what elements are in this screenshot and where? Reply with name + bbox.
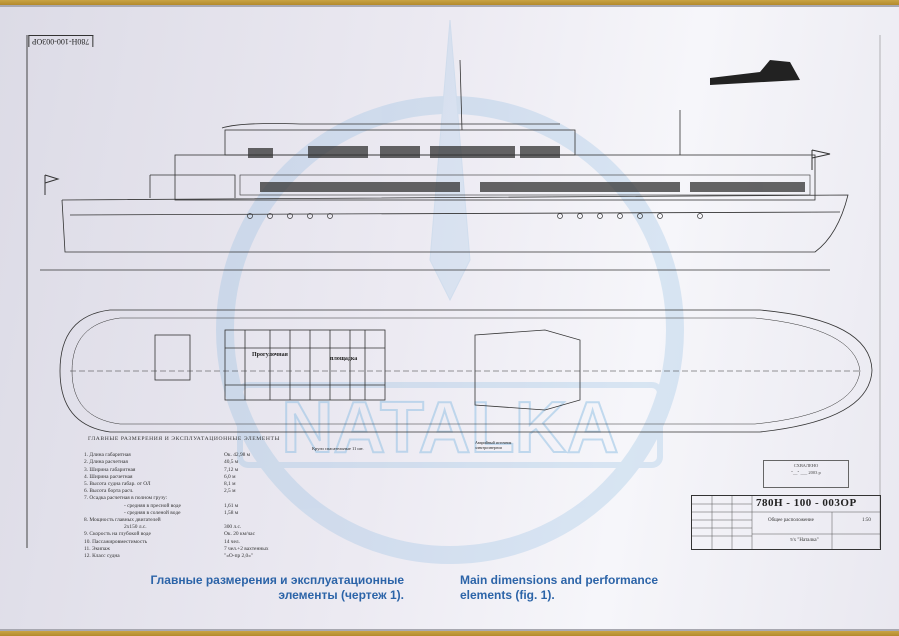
side-portholes	[247, 213, 703, 219]
spec-label: 10. Пассажировместимость	[84, 538, 148, 545]
spec-value: 300 л.с.	[224, 524, 242, 531]
spec-value: Ок. 42,98 м	[224, 452, 251, 459]
watermark-text: NATALKA	[281, 388, 618, 468]
spec-label: 7. Осадка расчетная в полном грузу:	[84, 495, 168, 502]
spec-row: 1. Длина габаритная Ок. 42,98 м	[84, 452, 284, 459]
drawing-scale: 1:50	[862, 518, 871, 523]
spec-label: 2. Длина расчетная	[84, 459, 128, 466]
side-windows	[248, 146, 805, 192]
spec-label: 6. Высота борта расч.	[84, 488, 134, 495]
spec-row: 8. Мощность главных двигателей	[84, 517, 284, 524]
caption-russian: Главные размерения и эксплуатационные эл…	[150, 573, 404, 602]
stamp-title: СХВАЛЕНО	[793, 463, 819, 468]
spec-row: 5. Высота судна габар. от ОЛ 8,1 м	[84, 481, 284, 488]
top-gold-border	[0, 0, 899, 7]
spec-label: - средняя в пресной воде	[124, 502, 181, 509]
plan-label-emergency: Аварийный источник электроэнергии	[475, 440, 512, 450]
spec-label: 4. Ширина расчетная	[84, 473, 133, 480]
title-block-grid	[692, 496, 880, 549]
spec-value: "«О-пр 2,0»"	[224, 553, 254, 560]
spec-value: 14 чел.	[224, 538, 240, 545]
spec-value: Ок. 20 км/час	[224, 531, 255, 538]
stamp-date: "__" ___ 2003 р	[791, 470, 821, 475]
spec-label: 3. Ширина габаритная	[84, 466, 136, 473]
spec-row: 2. Длина расчетная 40,5 м	[84, 459, 284, 466]
spec-row: 7. Осадка расчетная в полном грузу:	[84, 495, 284, 502]
spec-row: 10. Пассажировместимость 14 чел.	[84, 539, 284, 546]
spec-value: 2,5 м	[224, 488, 236, 495]
title-block: 780Н - 100 - 003ОР Общее расположение 1:…	[691, 495, 881, 550]
spec-value: 8,1 м	[224, 481, 236, 488]
spec-row: 6. Высота борта расч. 2,5 м	[84, 488, 284, 495]
spec-label: 2x150 л.с.	[124, 524, 147, 531]
spec-label: 12. Класс судна	[84, 553, 120, 560]
specs-heading: ГЛАВНЫЕ РАЗМЕРЕНИЯ И ЭКСПЛУАТАЦИОННЫЕ ЭЛ…	[87, 436, 280, 442]
spec-value: 1,61 м	[224, 502, 239, 509]
drawing-number: 780Н - 100 - 003ОР	[756, 497, 857, 509]
spec-label: 1. Длина габаритная	[84, 452, 131, 459]
stern-flag-icon	[44, 174, 60, 195]
drawing-code-tag: 780Н-100-003ОР	[28, 35, 94, 47]
plan-label-lifebuoys: Круги спасательные 11 шт.	[312, 446, 364, 451]
spec-label: 8. Мощность главных двигателей	[84, 517, 161, 524]
spec-value: 1,58 м	[224, 509, 239, 516]
ship-name: т/х "Наталка"	[790, 538, 819, 543]
plan-label-deck-left: Прогулочная	[252, 352, 288, 358]
spec-row: 11. Экипаж 7 чел.+2 вахтенных	[84, 546, 284, 553]
spec-value	[224, 517, 284, 524]
watermark-logo	[216, 19, 684, 564]
spec-value: 7,12 м	[224, 466, 239, 473]
side-elevation	[40, 59, 849, 271]
bow-flag-icon	[811, 149, 831, 170]
spec-row: 9. Скорость на глубокой воде Ок. 20 км/ча…	[84, 531, 284, 538]
spec-row: 2x150 л.с. 300 л.с.	[84, 524, 284, 531]
spec-label: 9. Скорость на глубокой воде	[84, 531, 151, 538]
drawing-name: Общее расположение	[768, 518, 814, 523]
spec-label: 5. Высота судна габар. от ОЛ	[84, 481, 151, 488]
plan-view	[59, 309, 873, 433]
spec-value: 7 чел.+2 вахтенных	[224, 545, 269, 552]
plan-label-deck-right: площадка	[330, 356, 358, 362]
spec-label: 11. Экипаж	[84, 545, 110, 552]
spec-row: 12. Класс судна "«О-пр 2,0»"	[84, 553, 284, 560]
spec-row: 4. Ширина расчетная 6,0 м	[84, 474, 284, 481]
approval-stamp: СХВАЛЕНО "__" ___ 2003 р	[763, 460, 849, 488]
specs-table: ГЛАВНЫЕ РАЗМЕРЕНИЯ И ЭКСПЛУАТАЦИОННЫЕ ЭЛ…	[84, 436, 284, 560]
spec-value	[224, 495, 284, 502]
ship-thumbnail	[710, 60, 800, 85]
spec-value: 6,0 м	[224, 473, 236, 480]
spec-row: - средняя в соленой воде 1,58 м	[84, 510, 284, 517]
spec-row: 3. Ширина габаритная 7,12 м	[84, 467, 284, 474]
spec-row: - средняя в пресной воде 1,61 м	[84, 503, 284, 510]
spec-label: - средняя в соленой воде	[124, 509, 181, 516]
spec-value: 40,5 м	[224, 459, 239, 466]
caption-english: Main dimensions and performance elements…	[460, 573, 659, 602]
bottom-gold-border	[0, 629, 899, 636]
